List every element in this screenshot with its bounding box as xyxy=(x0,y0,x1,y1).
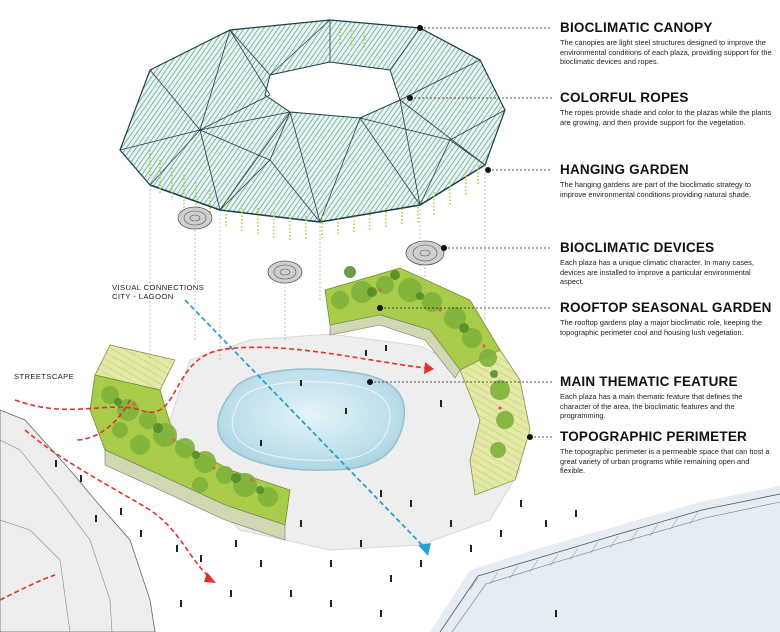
bioclimatic-device-1 xyxy=(177,206,213,230)
visual-connections-label: VISUAL CONNECTIONS CITY - LAGOON xyxy=(112,283,204,301)
legend-desc: The hanging gardens are part of the bioc… xyxy=(560,180,752,199)
visual-connections-line2: CITY - LAGOON xyxy=(112,292,174,301)
legend-desc: The ropes provide shade and color to the… xyxy=(560,108,772,127)
legend-desc: The canopies are light steel structures … xyxy=(560,38,772,67)
legend-title: TOPOGRAPHIC PERIMETER xyxy=(560,429,747,444)
legend-desc: Each plaza has a unique climatic charact… xyxy=(560,258,754,287)
legend-desc: The topographic perimeter is a permeable… xyxy=(560,447,770,476)
streetscape-label: STREETSCAPE xyxy=(14,372,75,381)
bioclimatic-device-2 xyxy=(267,260,303,284)
leader-lines xyxy=(370,27,552,438)
legend-desc: The rooftop gardens play a major bioclim… xyxy=(560,318,763,337)
legend-title: BIOCLIMATIC DEVICES xyxy=(560,240,715,255)
waterfront xyxy=(430,486,780,632)
legend-title: MAIN THEMATIC FEATURE xyxy=(560,374,738,389)
legend-bioclimatic-devices: BIOCLIMATIC DEVICES Each plaza has a uni… xyxy=(560,240,774,287)
bioclimatic-canopy xyxy=(119,19,506,224)
legend-colorful-ropes: COLORFUL ROPES The ropes provide shade a… xyxy=(560,90,774,127)
legend-title: COLORFUL ROPES xyxy=(560,90,689,105)
legend-title: HANGING GARDEN xyxy=(560,162,689,177)
red-arrowheads xyxy=(204,362,434,583)
legend-hanging-garden: HANGING GARDEN The hanging gardens are p… xyxy=(560,162,774,199)
street-structure xyxy=(0,409,156,632)
visual-connection-arrow xyxy=(184,299,431,556)
legend-bioclimatic-canopy: BIOCLIMATIC CANOPY The canopies are ligh… xyxy=(560,20,774,67)
people xyxy=(55,345,577,617)
legend-main-thematic-feature: MAIN THEMATIC FEATURE Each plaza has a m… xyxy=(560,374,774,421)
hanging-garden xyxy=(149,28,479,240)
bioclimatic-device-3 xyxy=(405,240,445,266)
legend-title: BIOCLIMATIC CANOPY xyxy=(560,20,713,35)
rooftop-vegetation-dark xyxy=(114,266,498,494)
streetscape-arrows xyxy=(0,346,426,601)
legend-rooftop-seasonal-garden: ROOFTOP SEASONAL GARDEN The rooftop gard… xyxy=(560,300,774,337)
visual-connections-line1: VISUAL CONNECTIONS xyxy=(112,283,205,292)
legend-desc: Each plaza has a main thematic feature t… xyxy=(560,392,743,421)
thematic-water-feature xyxy=(217,368,406,471)
leader-dots xyxy=(367,25,533,440)
legend-topographic-perimeter: TOPOGRAPHIC PERIMETER The topographic pe… xyxy=(560,429,774,476)
legend-title: ROOFTOP SEASONAL GARDEN xyxy=(560,300,772,315)
flowers xyxy=(132,288,502,482)
